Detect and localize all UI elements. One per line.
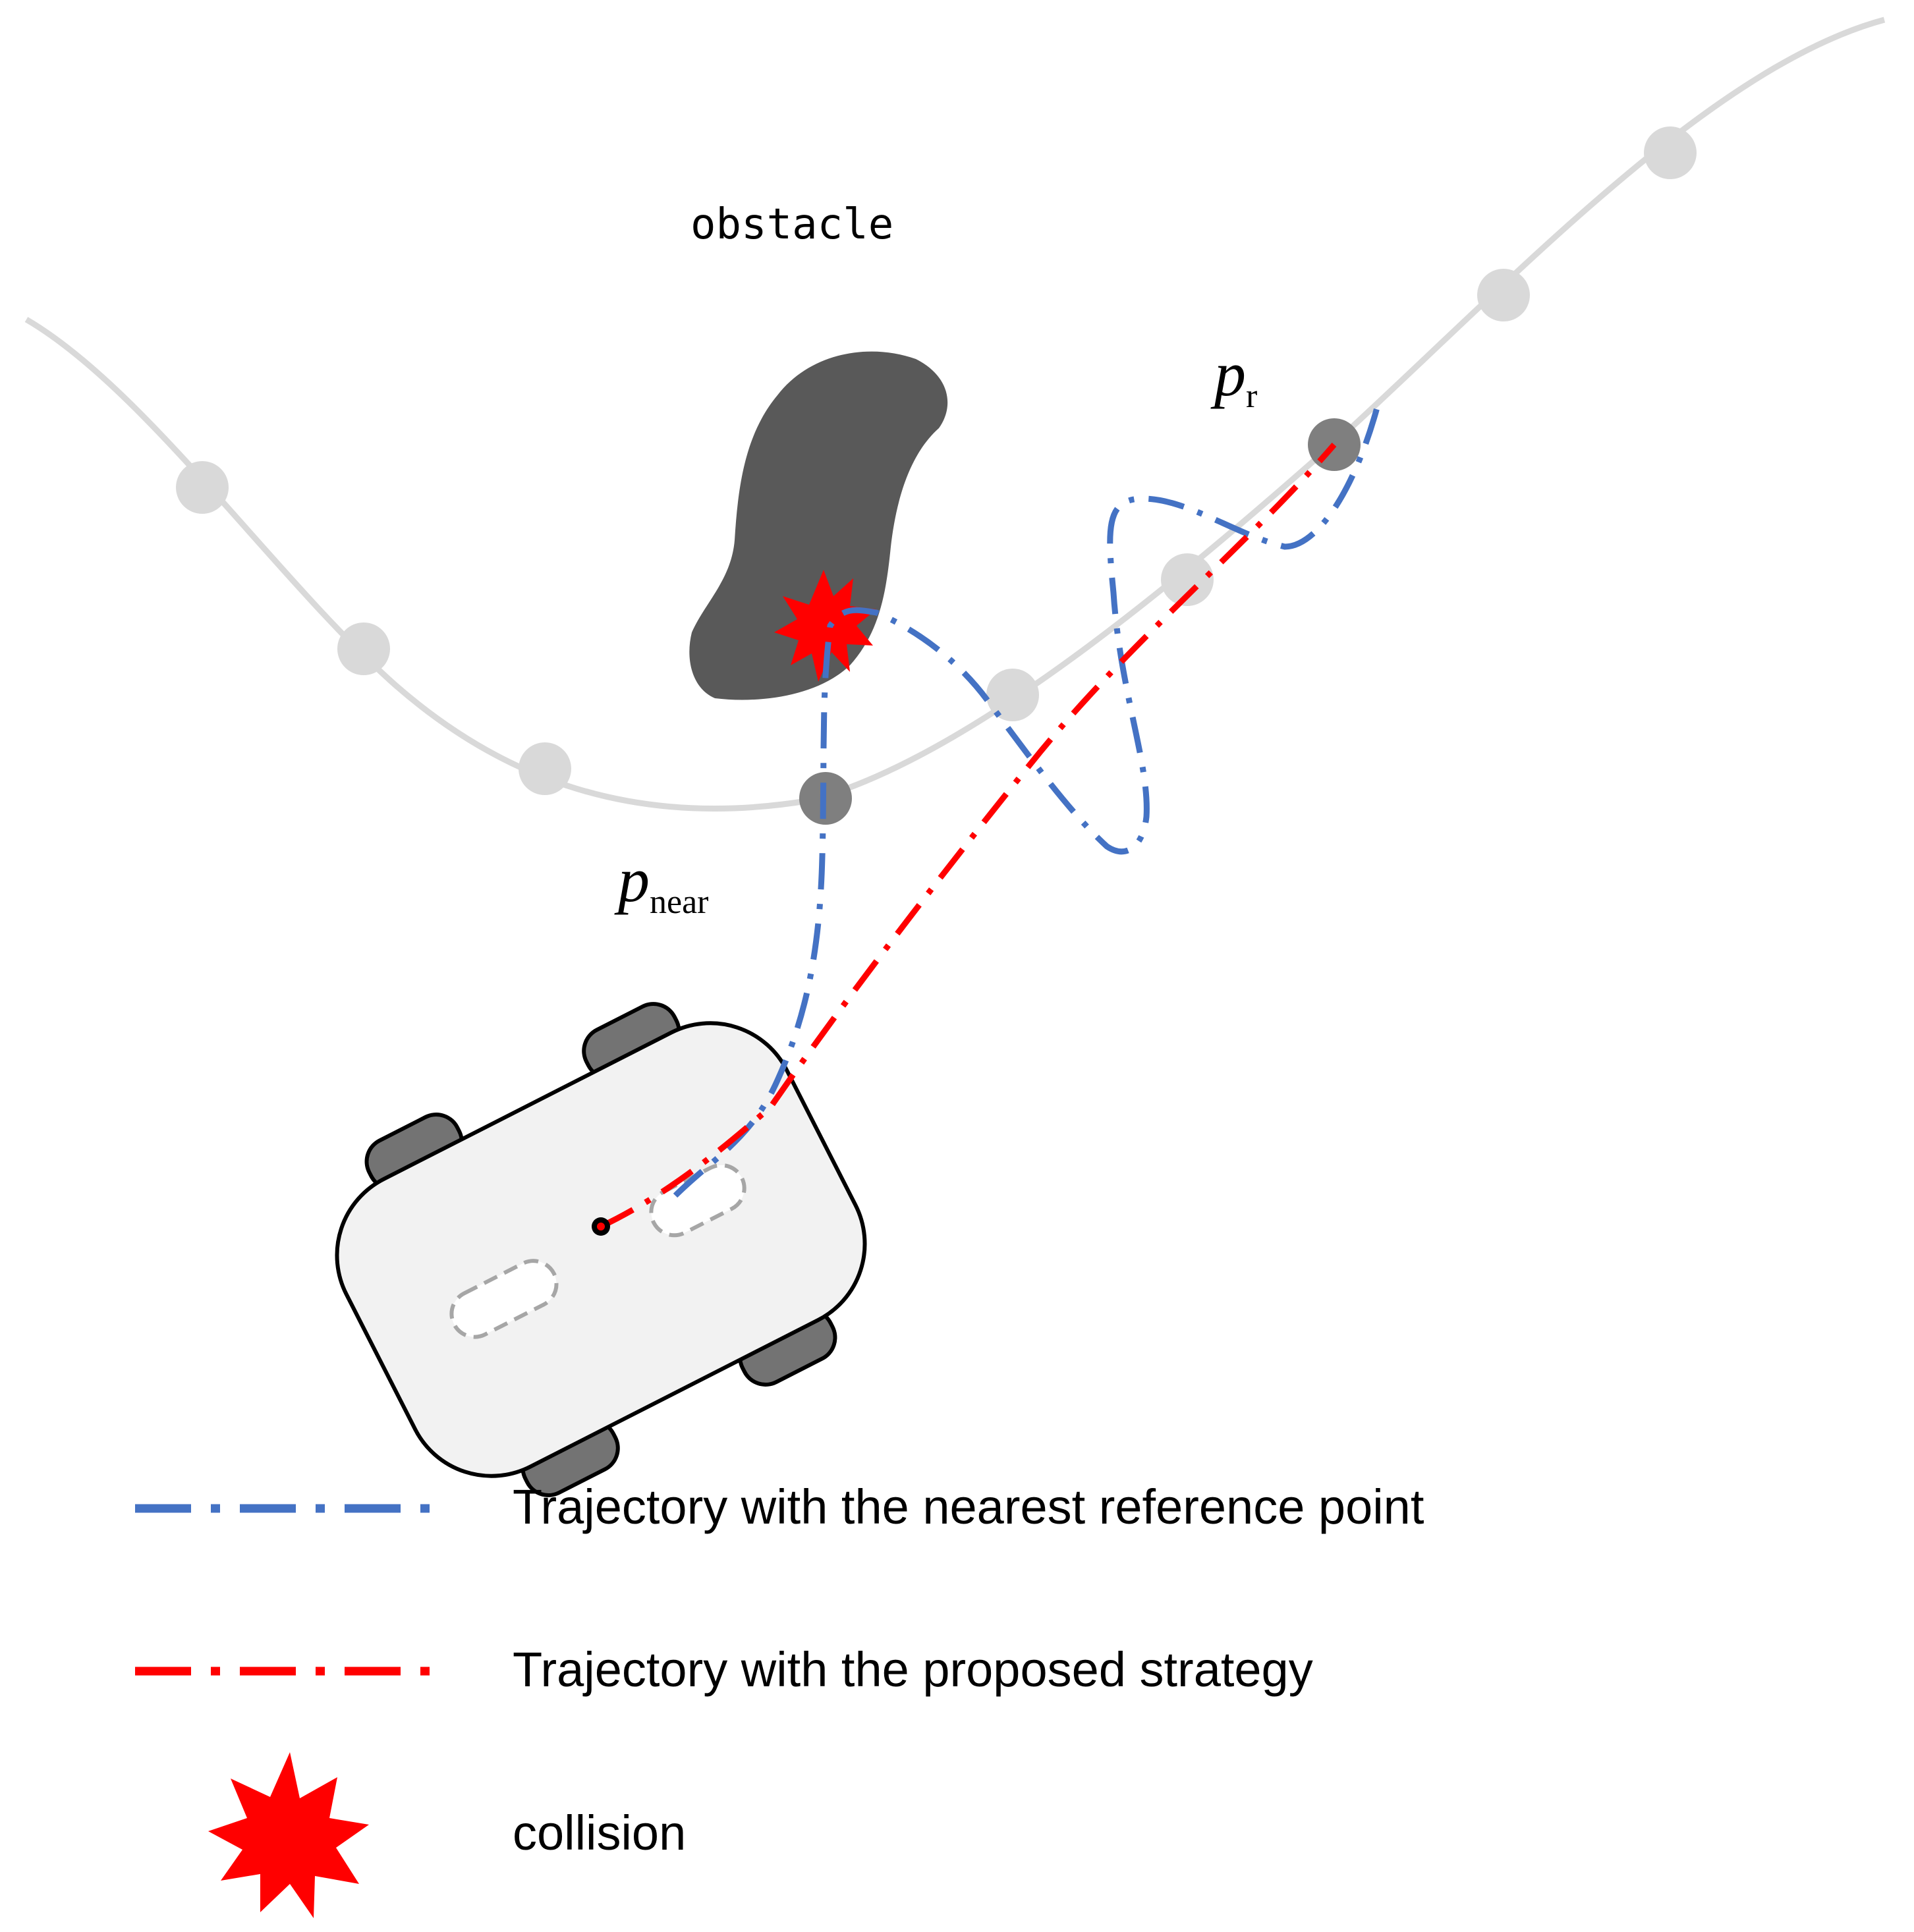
p-r-label-main: p [1210,339,1246,409]
p-r-label: pr [1210,339,1257,415]
robot-slot [649,1163,746,1238]
legend-red-label: Trajectory with the proposed strategy [513,1642,1313,1697]
p-near-label-sub: near [650,883,708,921]
robot [335,1002,867,1497]
reference-point [1477,269,1530,321]
legend-collision-label: collision [513,1806,687,1860]
robot-slot [449,1259,559,1339]
robot-center-dot [597,1223,605,1230]
blue-trajectory-path [673,394,1384,1198]
reference-path [24,16,1886,812]
legend-blue-label: Trajectory with the nearest reference po… [513,1479,1424,1534]
obstacle-shape [689,351,948,700]
obstacle-label: obstacle [690,200,893,249]
collision-burst-icon [208,1752,369,1918]
collision-burst-icon [774,570,876,682]
reference-point [337,622,390,675]
reference-point [1644,126,1697,179]
red-trajectory-path [600,443,1337,1230]
reference-point [519,742,571,795]
p-near-label-main: p [614,844,650,915]
reference-point [986,669,1039,721]
robot-body [335,1021,867,1478]
reference-point [176,461,229,514]
reference-point [1161,553,1214,606]
p-r-label-sub: r [1246,377,1257,415]
p-near-label: pnear [614,844,708,921]
